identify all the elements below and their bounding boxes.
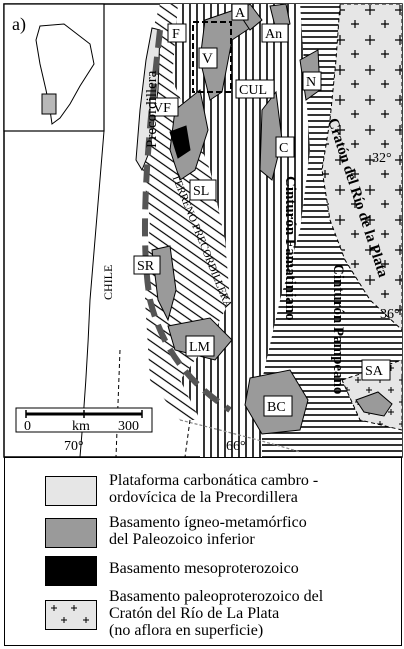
label-LM: LM [185, 335, 215, 357]
label-C: C [275, 136, 295, 158]
chile-label: CHILE [101, 265, 115, 300]
precordillera-label: Precordillera [144, 70, 160, 148]
lat-36: 36° [380, 307, 400, 322]
label-SL: SL [189, 179, 217, 201]
legend: Plataforma carbonática cambro - ordovíci… [4, 457, 402, 646]
svg-text:VF: VF [153, 101, 171, 116]
label-F: F [167, 23, 187, 43]
lat-32: 32° [372, 151, 392, 166]
swatch-black [45, 556, 97, 586]
label-BC: BC [263, 395, 293, 417]
svg-text:300: 300 [118, 419, 139, 434]
svg-text:BC: BC [267, 400, 286, 415]
inset-map: a) [3, 3, 105, 132]
svg-text:An: An [265, 27, 282, 42]
svg-text:CUL: CUL [239, 83, 267, 98]
label-SR: SR [133, 255, 161, 275]
swatch-light [45, 476, 97, 506]
label-N: N [302, 71, 322, 91]
svg-text:0: 0 [24, 419, 31, 434]
lon-70: 70° [64, 439, 84, 454]
famatiniano-label: Cinturón Famatiniano [282, 176, 298, 321]
label-SA: SA [361, 359, 391, 381]
svg-text:F: F [172, 27, 180, 42]
svg-text:A: A [235, 6, 246, 21]
label-A: A [231, 3, 249, 21]
panel-label: a) [12, 14, 26, 35]
lon-66: 66° [226, 439, 246, 454]
legend-text: Plataforma carbonática cambro - ordovíci… [109, 472, 319, 506]
study-area-box [192, 21, 232, 93]
scale-bar: 0 km 300 [15, 407, 153, 434]
pampeano-label: Cinturón Pampeano [330, 264, 346, 394]
label-V: V [198, 47, 218, 69]
svg-text:N: N [306, 75, 316, 90]
svg-text:LM: LM [189, 340, 211, 355]
legend-text: Basamento mesoproterozoico [109, 560, 299, 577]
legend-text: Basamento ígneo-metamórfico del Paleozoi… [109, 514, 307, 548]
svg-text:C: C [279, 141, 288, 156]
swatch-cross [45, 600, 97, 630]
svg-text:V: V [202, 51, 213, 67]
svg-text:km: km [72, 419, 90, 434]
label-VF: VF [149, 97, 179, 117]
label-CUL: CUL [235, 79, 275, 99]
legend-text: Basamento paleoproterozoico del Cratón d… [109, 588, 324, 639]
svg-text:SL: SL [193, 184, 209, 199]
svg-text:SA: SA [365, 364, 384, 379]
svg-text:SR: SR [137, 259, 155, 274]
geologic-map: a) A An F V CUL N VF C SL SR LM BC SA Pr… [3, 3, 403, 458]
swatch-grey [45, 518, 97, 548]
label-An: An [261, 23, 289, 43]
